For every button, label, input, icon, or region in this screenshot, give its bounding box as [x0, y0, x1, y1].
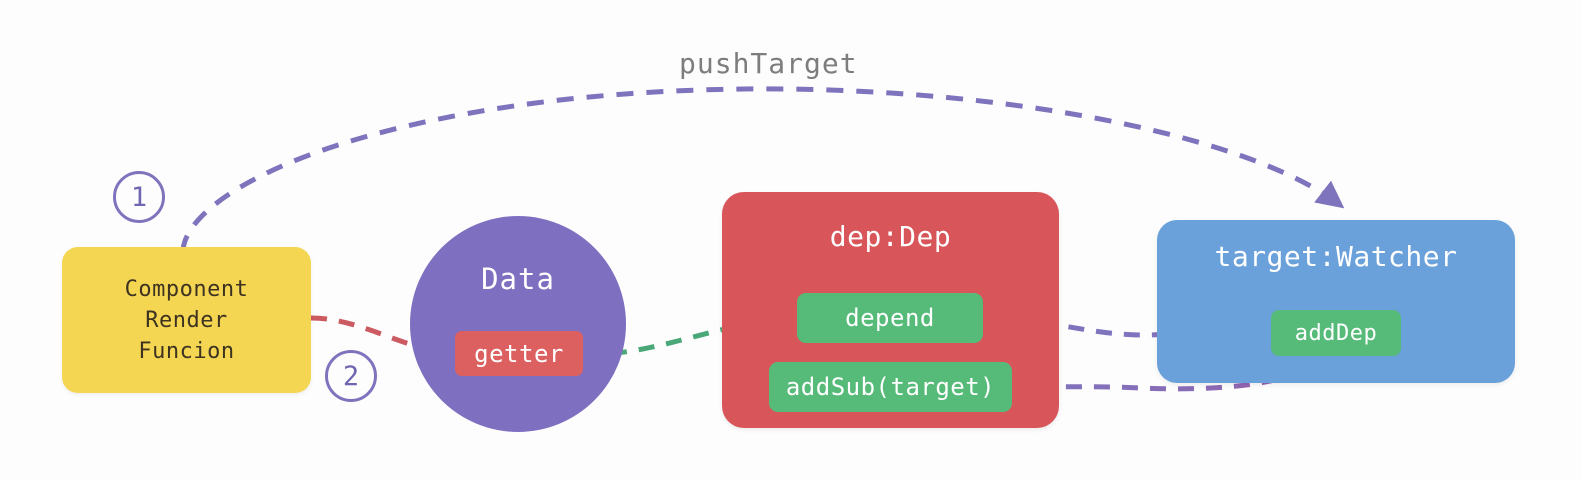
component-title-line-3: Funcion — [138, 338, 235, 364]
component-title-line-1: Component — [124, 276, 249, 302]
edge-label-pushtarget: pushTarget — [679, 47, 858, 80]
dep-title: dep:Dep — [829, 220, 952, 253]
step-badge-1: 1 — [113, 171, 165, 223]
component-title-line-2: Render — [145, 307, 228, 333]
data-title: Data — [481, 262, 555, 296]
chip-getter[interactable]: getter — [455, 331, 583, 376]
chip-depend[interactable]: depend — [797, 293, 983, 343]
chip-adddep[interactable]: addDep — [1271, 310, 1401, 356]
node-component-render-function[interactable]: Component Render Funcion — [62, 247, 311, 393]
watcher-title: target:Watcher — [1214, 240, 1458, 273]
node-data[interactable]: Data — [410, 216, 626, 432]
node-target-watcher[interactable]: target:Watcher — [1157, 220, 1515, 383]
step-badge-2: 2 — [325, 350, 377, 402]
chip-addsub-target[interactable]: addSub(target) — [769, 362, 1012, 412]
